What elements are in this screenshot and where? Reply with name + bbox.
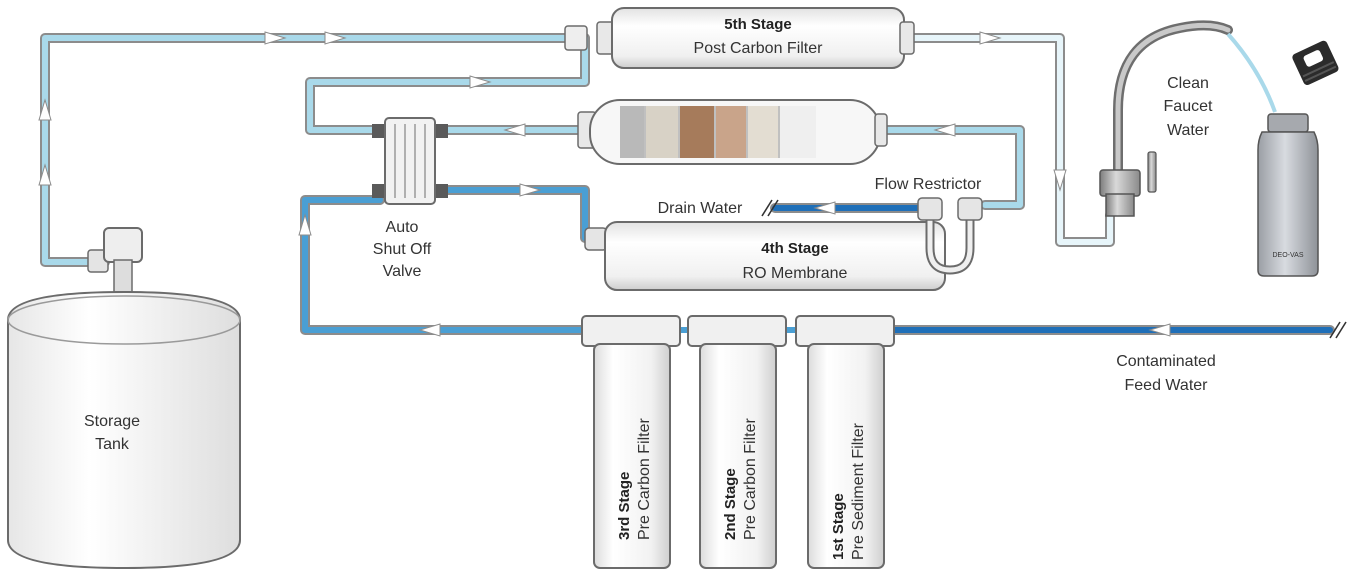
stage4-title: 4th Stage (761, 240, 829, 257)
bottle-cap-icon (1292, 40, 1339, 86)
valve-icon (372, 117, 448, 205)
bottle-brand-label: DEO-VAS (1273, 252, 1304, 259)
faucet-label-line1: Clean (1167, 75, 1209, 92)
stage4-ro-membrane: 4th Stage RO Membrane (584, 197, 983, 291)
mineral-filter (577, 99, 888, 165)
stage1-labels: 1st Stage Pre Sediment Filter (830, 422, 867, 560)
valve-label-line1: Auto (386, 219, 419, 236)
stage3-title: 3rd Stage (616, 472, 633, 540)
flow-restrictor-label: Flow Restrictor (875, 176, 982, 193)
stage5-post-carbon-filter: 5th Stage Post Carbon Filter (564, 7, 915, 69)
storage-tank-icon (7, 227, 241, 570)
pre-filter-housings (581, 315, 895, 569)
stage4-subtitle: RO Membrane (743, 265, 848, 282)
drain-water-label: Drain Water (658, 200, 743, 217)
feed-water-label-line2: Feed Water (1125, 377, 1209, 394)
stage2-labels: 2nd Stage Pre Carbon Filter (722, 418, 759, 540)
faucet-label-line3: Water (1167, 122, 1210, 139)
stage3-subtitle: Pre Carbon Filter (636, 418, 653, 540)
water-bottle-icon: DEO-VAS (1257, 113, 1319, 277)
stage2-title: 2nd Stage (722, 468, 739, 540)
faucet-icon (1099, 20, 1277, 217)
stage1-subtitle: Pre Sediment Filter (850, 422, 867, 560)
flow-arrows (38, 31, 1171, 337)
faucet-label-line2: Faucet (1164, 98, 1213, 115)
valve-label-line2: Shut Off (373, 241, 432, 258)
valve-label-line3: Valve (383, 263, 422, 280)
stage3-labels: 3rd Stage Pre Carbon Filter (616, 418, 653, 540)
stage1-title: 1st Stage (830, 493, 847, 560)
stage5-subtitle: Post Carbon Filter (694, 40, 824, 57)
stage2-subtitle: Pre Carbon Filter (742, 418, 759, 540)
feed-water-label-line1: Contaminated (1116, 353, 1216, 370)
stage5-title: 5th Stage (724, 16, 792, 33)
tank-label-line1: Storage (84, 413, 140, 430)
tank-label-line2: Tank (95, 436, 130, 453)
pipe-break-marks (761, 199, 1347, 339)
